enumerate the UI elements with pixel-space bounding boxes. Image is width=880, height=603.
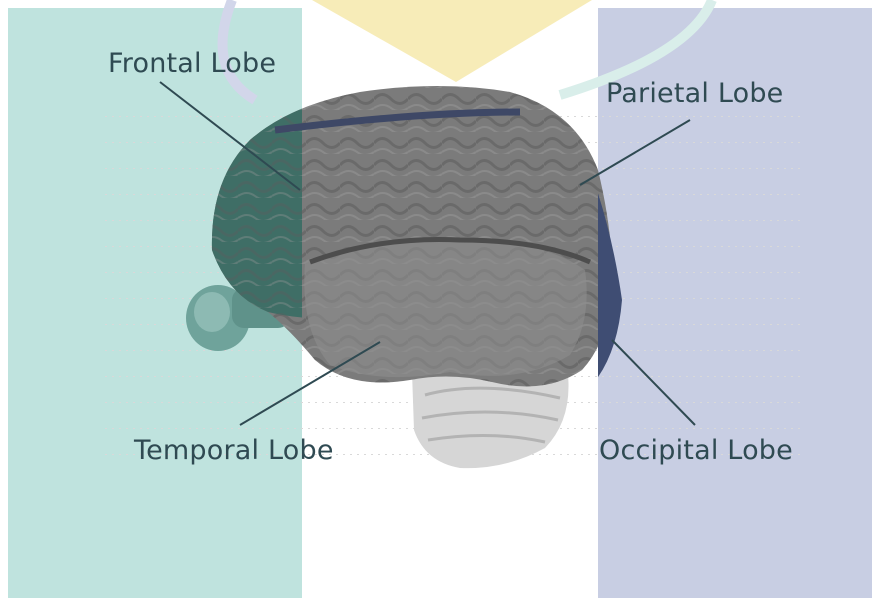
frontal-lobe-label: Frontal Lobe — [108, 50, 276, 77]
temporal-lobe-label: Temporal Lobe — [134, 437, 334, 464]
temporal-lobe-region — [304, 240, 586, 377]
olfactory-bulb-highlight — [194, 292, 230, 332]
occipital-lobe-label: Occipital Lobe — [599, 437, 793, 464]
parietal-lobe-label: Parietal Lobe — [606, 80, 783, 107]
